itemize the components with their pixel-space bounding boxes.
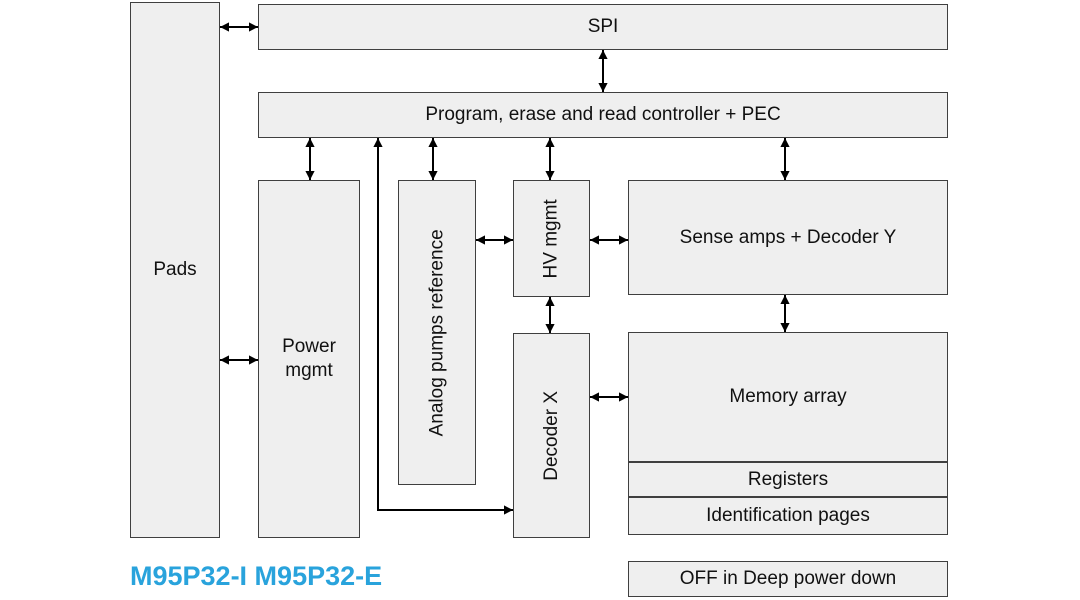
block-registers: Registers — [628, 462, 948, 497]
arrow-controller-analog_pumps-head-end — [428, 171, 438, 180]
block-pads: Pads — [130, 2, 220, 538]
arrow-sense_amps-memory_array-head-start — [780, 295, 790, 304]
arrow-controller-power_mgmt-head-start — [305, 138, 315, 147]
block-memory-array: Memory array — [628, 332, 948, 462]
arrow-controller-sense_amps-head-end — [780, 171, 790, 180]
block-analog-pumps-reference: Analog pumps reference — [398, 180, 476, 485]
block-off-deep-power-down: OFF in Deep power down — [628, 561, 948, 597]
block-spi: SPI — [258, 4, 948, 50]
block-hv-mgmt-label: HV mgmt — [540, 198, 562, 279]
arrow-pads-power_mgmt-head-start — [220, 355, 229, 365]
arrow-spi-controller-head-end — [598, 83, 608, 92]
block-identification-pages-label: Identification pages — [706, 505, 870, 527]
arrow-controller-power_mgmt-head-end — [305, 171, 315, 180]
block-spi-label: SPI — [587, 16, 619, 38]
block-power-mgmt-label: Power mgmt — [282, 336, 336, 381]
part-number-caption: M95P32-I M95P32-E — [130, 561, 383, 591]
block-sense-amps-decoder-y: Sense amps + Decoder Y — [628, 180, 948, 295]
arrow-hv_mgmt-decoder_x-head-end — [545, 324, 555, 333]
block-decoder-x-label: Decoder X — [540, 390, 562, 481]
block-controller-label: Program, erase and read controller + PEC — [425, 104, 781, 126]
block-registers-label: Registers — [747, 468, 829, 490]
block-sense-amps-decoder-y-label: Sense amps + Decoder Y — [679, 226, 897, 248]
arrow-sense_amps-memory_array-head-end — [780, 323, 790, 332]
arrow-analog_pumps-hv_mgmt-head-start — [476, 235, 485, 245]
arrow-pads-spi-head-start — [220, 22, 229, 32]
block-power-mgmt: Power mgmt — [258, 180, 360, 538]
arrow-controller-decoder_x-head-start — [373, 138, 383, 147]
block-pads-label: Pads — [153, 259, 197, 281]
block-hv-mgmt: HV mgmt — [513, 180, 590, 297]
block-analog-pumps-reference-label: Analog pumps reference — [426, 228, 448, 437]
block-controller: Program, erase and read controller + PEC — [258, 92, 948, 138]
arrow-controller-hv_mgmt-head-start — [545, 138, 555, 147]
arrow-controller-analog_pumps-head-start — [428, 138, 438, 147]
block-off-deep-power-down-label: OFF in Deep power down — [679, 568, 897, 590]
arrow-analog_pumps-hv_mgmt-head-end — [504, 235, 513, 245]
block-decoder-x: Decoder X — [513, 333, 590, 538]
arrow-controller-hv_mgmt-head-end — [545, 171, 555, 180]
arrow-pads-spi-head-end — [249, 22, 258, 32]
block-memory-array-label: Memory array — [729, 386, 847, 408]
arrow-hv_mgmt-sense_amps-head-end — [619, 235, 628, 245]
arrow-controller-sense_amps-head-start — [780, 138, 790, 147]
arrow-pads-power_mgmt-head-end — [249, 355, 258, 365]
arrow-decoder_x-memory_array-head-end — [619, 392, 628, 402]
arrow-hv_mgmt-decoder_x-head-start — [545, 297, 555, 306]
arrow-decoder_x-memory_array-head-start — [590, 392, 599, 402]
arrow-hv_mgmt-sense_amps-head-start — [590, 235, 599, 245]
arrow-controller-decoder_x-head-end — [504, 505, 513, 515]
block-identification-pages: Identification pages — [628, 497, 948, 535]
arrow-spi-controller-head-start — [598, 50, 608, 59]
